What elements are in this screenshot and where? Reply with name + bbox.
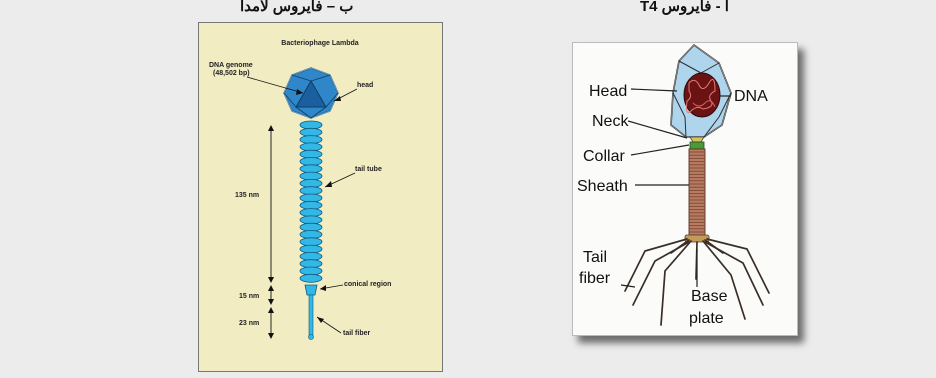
label-conical-region: conical region <box>344 281 391 288</box>
label-t4-fiber: fiber <box>579 270 611 287</box>
dim-cone: 15 nm <box>239 293 259 300</box>
tail-segment <box>300 128 322 136</box>
tail-segment <box>300 201 322 209</box>
tail-segment <box>300 150 322 158</box>
tail-segment <box>300 274 322 282</box>
label-dna-genome: DNA genome <box>209 62 253 69</box>
label-t4-dna: DNA <box>734 88 768 105</box>
label-t4-plate: plate <box>689 310 724 327</box>
tail-segment <box>300 179 322 187</box>
lambda-conical-region <box>305 285 317 295</box>
caption-lambda: ب – فايروس لامدا <box>240 0 353 15</box>
t4-collar <box>690 142 704 149</box>
tail-segment <box>300 136 322 144</box>
t4-dna-icon <box>684 73 720 117</box>
t4-svg: Head DNA Neck Collar Sheath Tail fiber B… <box>573 43 797 335</box>
tail-segment <box>300 158 322 166</box>
caption-t4: أ - فايروس T4 <box>640 0 729 15</box>
lambda-diagram: Bacteriophage Lambda DNA genome (48,502 … <box>198 22 443 372</box>
tail-segment <box>300 172 322 180</box>
label-t4-neck: Neck <box>592 113 629 130</box>
lambda-title: Bacteriophage Lambda <box>281 40 359 47</box>
tail-segment <box>300 165 322 173</box>
tail-segment <box>300 231 322 239</box>
tail-segment <box>300 260 322 268</box>
tail-segment <box>300 238 322 246</box>
tail-segment <box>300 216 322 224</box>
label-dna-size: (48,502 bp) <box>213 70 250 77</box>
lambda-tail-fiber <box>309 295 313 335</box>
t4-sheath <box>689 149 705 235</box>
t4-neck <box>690 137 704 142</box>
tail-segment <box>300 121 322 129</box>
dim-fiber: 23 nm <box>239 320 259 327</box>
lambda-svg: Bacteriophage Lambda DNA genome (48,502 … <box>199 23 442 371</box>
tail-segment <box>300 194 322 202</box>
label-t4-tail: Tail <box>583 249 607 266</box>
lambda-tail-tube <box>300 121 322 282</box>
label-head: head <box>357 82 373 89</box>
tail-segment <box>300 252 322 260</box>
label-t4-head: Head <box>589 83 627 100</box>
tail-segment <box>300 267 322 275</box>
lambda-head-icon <box>284 68 338 118</box>
dim-tail: 135 nm <box>235 192 259 199</box>
tail-segment <box>300 187 322 195</box>
label-t4-base: Base <box>691 288 728 305</box>
tail-segment <box>300 143 322 151</box>
label-t4-collar: Collar <box>583 148 625 165</box>
tail-segment <box>300 209 322 217</box>
label-tail-fiber: tail fiber <box>343 330 371 337</box>
tail-segment <box>300 223 322 231</box>
label-t4-sheath: Sheath <box>577 178 628 195</box>
label-tail-tube: tail tube <box>355 166 382 173</box>
tail-segment <box>300 245 322 253</box>
t4-diagram: Head DNA Neck Collar Sheath Tail fiber B… <box>572 42 798 336</box>
